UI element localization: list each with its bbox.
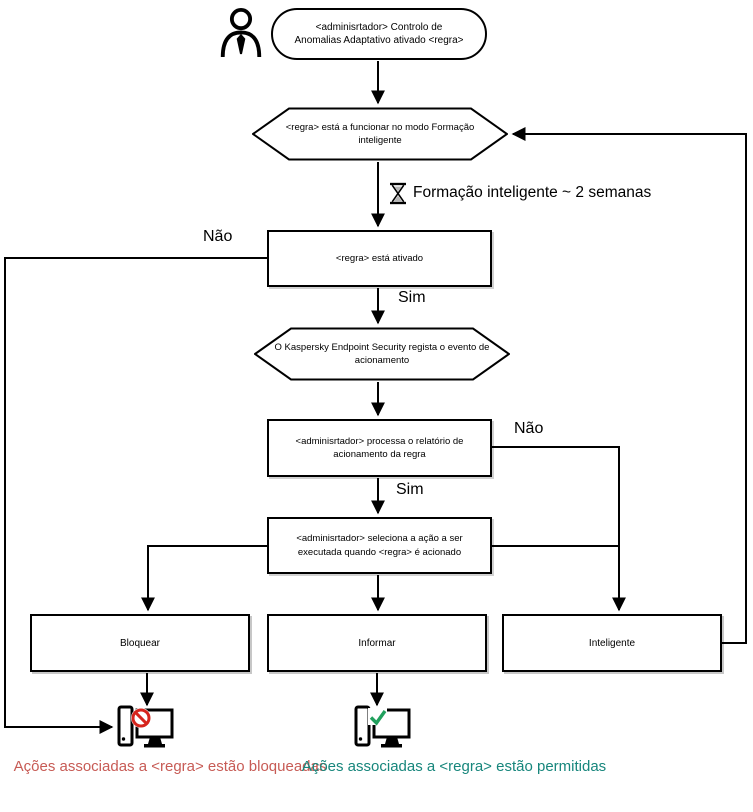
- computer-prohibition-icon: [117, 701, 175, 751]
- label-sim-active: Sim: [398, 289, 426, 306]
- node-logs-event: O Kaspersky Endpoint Security regista o …: [254, 327, 510, 381]
- edge-smart-loop-to-training: [511, 127, 747, 644]
- administrator-icon: [219, 7, 263, 58]
- hourglass-icon: [390, 182, 406, 205]
- computer-check-icon: [354, 701, 412, 751]
- label-nao-left: Não: [203, 228, 233, 245]
- node-block: Bloquear: [30, 614, 250, 672]
- result-blocked-text: Ações associadas a <regra> estão bloquea…: [13, 758, 327, 775]
- label-nao-right: Não: [514, 420, 544, 437]
- node-rule-active-label: <regra> está ativado: [335, 252, 424, 264]
- node-selects-action-label: <adminisrtador> seleciona a ação a ser e…: [296, 533, 463, 558]
- node-start-label: <adminisrtador> Controlo de Anomalias Ad…: [294, 21, 464, 47]
- node-block-label: Bloquear: [119, 637, 161, 649]
- label-sim-report: Sim: [396, 481, 424, 498]
- hexagon-shape: [254, 327, 510, 381]
- training-duration-label: Formação inteligente ~ 2 semanas: [413, 184, 652, 201]
- node-processes-report-label: <adminisrtador> processa o relatório de …: [295, 435, 464, 460]
- node-training-mode-label: <regra> está a funcionar no modo Formaçã…: [285, 121, 475, 146]
- result-allowed-text: Ações associadas a <regra> estão permiti…: [301, 758, 607, 775]
- node-logs-event-label: O Kaspersky Endpoint Security regista o …: [274, 341, 490, 366]
- node-rule-active: <regra> está ativado: [267, 230, 492, 287]
- edge-report-nao-to-smart: [492, 446, 626, 612]
- node-inform-label: Informar: [358, 637, 396, 649]
- node-smart-label: Inteligente: [588, 637, 636, 649]
- node-start: <adminisrtador> Controlo de Anomalias Ad…: [271, 8, 487, 60]
- node-processes-report: <adminisrtador> processa o relatório de …: [267, 419, 492, 477]
- training-duration: Formação inteligente ~ 2 semanas: [390, 181, 651, 205]
- hexagon-shape: [252, 107, 508, 161]
- node-smart: Inteligente: [502, 614, 722, 672]
- edge-active-nao-to-blocked: [4, 257, 267, 734]
- node-training-mode: <regra> está a funcionar no modo Formaçã…: [252, 107, 508, 161]
- node-inform: Informar: [267, 614, 487, 672]
- node-selects-action: <adminisrtador> seleciona a ação a ser e…: [267, 517, 492, 574]
- edge-select-to-block: [141, 545, 267, 612]
